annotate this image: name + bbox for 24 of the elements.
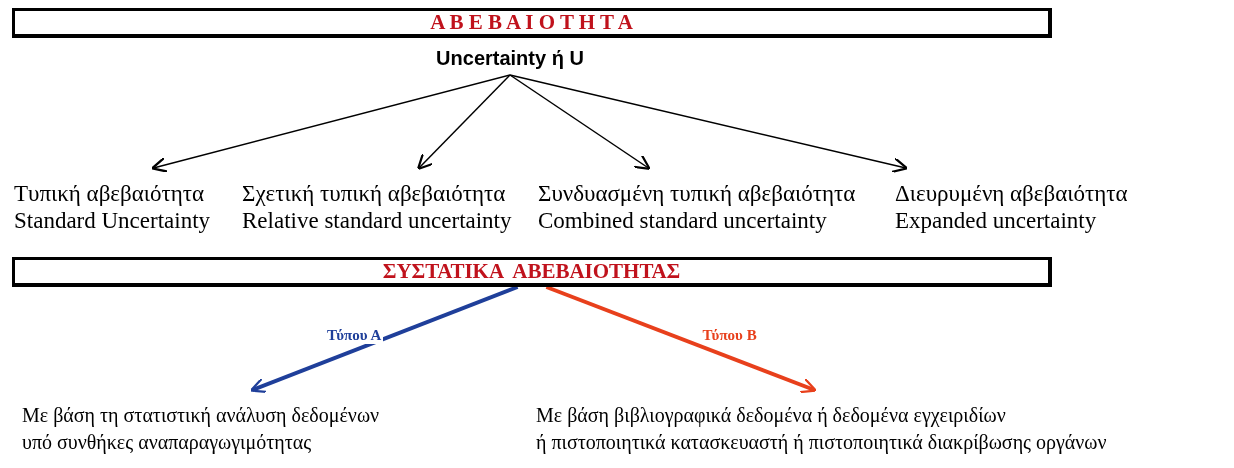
term-text: Expanded uncertainty: [895, 207, 1098, 234]
arrow: [509, 74, 651, 170]
term-text: Combined standard uncertainty: [538, 207, 828, 234]
heading-text: Uncertainty ή U: [410, 47, 610, 75]
term-text: Relative standard uncertainty: [242, 207, 513, 234]
edge-label: Τύπου Α: [324, 326, 384, 344]
term-text: Τυπική αβεβαιότητα: [14, 180, 206, 207]
box-title: Α Β Ε Β Α Ι Ο Τ Η Τ Α: [430, 10, 633, 35]
arrow: [249, 285, 519, 394]
arrow: [416, 74, 511, 171]
term-text: υπό συνθήκες αναπαραγωγιμότητας: [22, 430, 313, 456]
term-text: Με βάση βιβλιογραφικά δεδομένα ή δεδομένα εγχειριδίων: [536, 403, 1007, 429]
term-text: Συνδυασμένη τυπική αβεβαιότητα: [538, 180, 857, 207]
arrow: [545, 285, 817, 394]
term-text: Σχετική τυπική αβεβαιότητα: [242, 180, 507, 207]
term-text: Standard Uncertainty: [14, 207, 212, 234]
box-title: ΣΥΣΤΑΤΙΚΑ ΑΒΕΒΑΙΟΤΗΤΑΣ: [382, 259, 681, 284]
arrow: [151, 74, 511, 173]
term-text: Διευρυμένη αβεβαιότητα: [895, 180, 1129, 207]
title-box: [12, 8, 1052, 38]
term-text: Με βάση τη στατιστική ανάλυση δεδομένων: [22, 403, 381, 429]
title-box: [12, 257, 1052, 287]
arrow: [509, 74, 909, 174]
term-text: ή πιστοποιητικά κατασκευαστή ή πιστοποιητικά διακρίβωσης οργάνων: [536, 430, 1108, 456]
